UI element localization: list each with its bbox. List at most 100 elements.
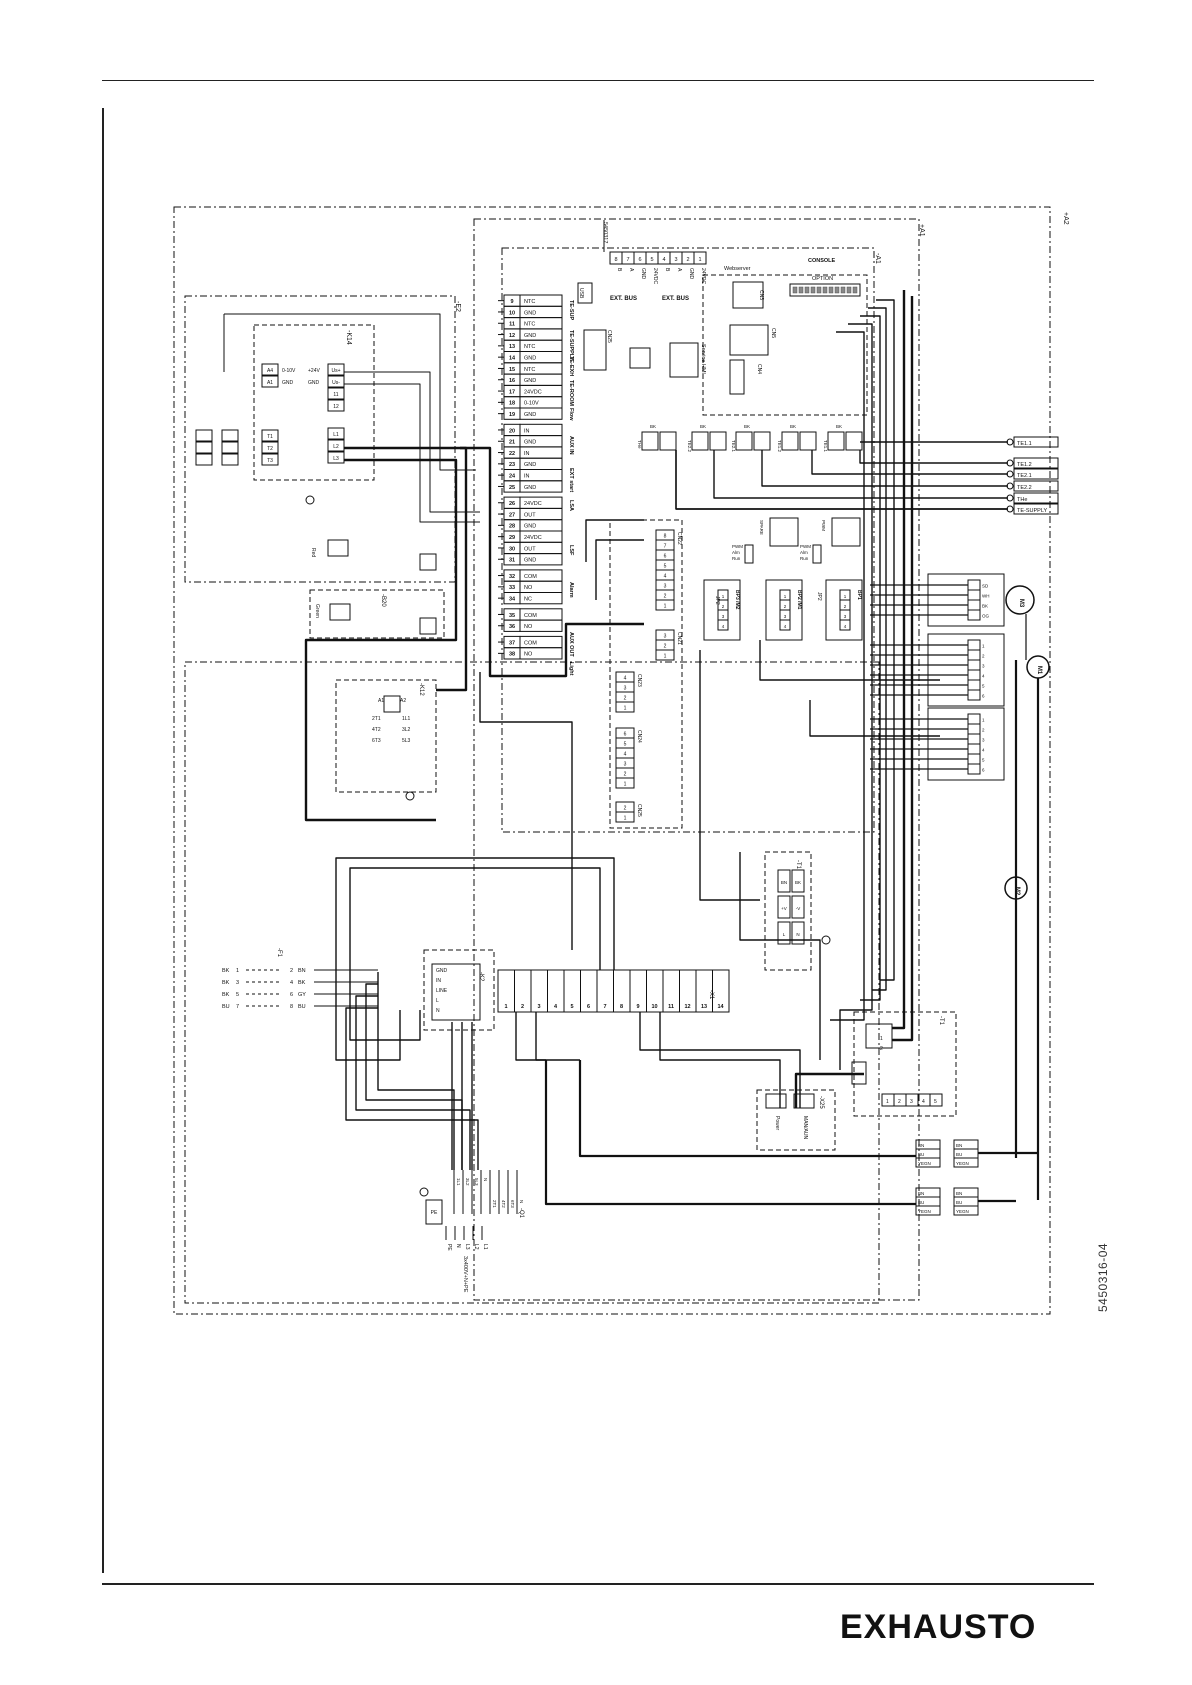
motor-terminal-pin bbox=[967, 609, 981, 621]
motor-terminal-pin bbox=[967, 639, 981, 651]
te-connector bbox=[691, 431, 709, 451]
cn-pin-number: 2 bbox=[624, 772, 627, 778]
motor-plug-socket bbox=[953, 1205, 979, 1216]
k14-signal-label: GND bbox=[282, 380, 294, 386]
schematic-wire bbox=[839, 323, 873, 1070]
terminal-number: 25 bbox=[509, 485, 515, 491]
t1-pin-label: +V bbox=[781, 906, 787, 911]
ext-bus-label-right: EXT. BUS bbox=[662, 296, 689, 302]
schematic-wire bbox=[639, 1012, 801, 1108]
k14-power-wire bbox=[304, 458, 458, 760]
area-frame-t1 bbox=[764, 851, 812, 971]
bp-sensor-pin-number: 3 bbox=[784, 614, 787, 619]
sensor-connector-box bbox=[1013, 480, 1059, 492]
motor-terminal-frame bbox=[927, 573, 1005, 627]
area-frame-a1 bbox=[473, 218, 920, 1301]
area-frame-lower bbox=[184, 661, 880, 1304]
terminal-label: GND bbox=[524, 333, 536, 339]
cn-pin-number: 2 bbox=[664, 644, 667, 650]
terminal-number: 35 bbox=[509, 613, 515, 619]
terminal-number: 24 bbox=[509, 474, 516, 480]
cn-pin bbox=[655, 649, 675, 661]
ext-bus-signal: A bbox=[676, 268, 682, 272]
option-header-pin bbox=[804, 286, 810, 294]
area-frame-cn-block bbox=[609, 519, 683, 829]
supply-label: L3 bbox=[464, 1244, 470, 1250]
terminal-number: 19 bbox=[509, 412, 515, 418]
sensor-connector-label: TE2.2 bbox=[1017, 485, 1032, 491]
relay-red-label: Red bbox=[310, 548, 316, 557]
k14-pin bbox=[327, 451, 345, 464]
supply-to-motor-plug bbox=[578, 1060, 916, 1158]
motor-terminal-pin bbox=[967, 723, 981, 735]
k12-earth bbox=[405, 791, 415, 801]
phase-plug bbox=[221, 429, 239, 442]
t1-pin bbox=[791, 921, 805, 945]
bp-sensor-label: BP3 /M2 bbox=[734, 590, 740, 610]
te-connector bbox=[735, 431, 753, 451]
k14-signal-label: 0-10V bbox=[282, 368, 296, 374]
bp-sensor-pin-number: 4 bbox=[722, 624, 725, 629]
x1-terminal-number: 11 bbox=[668, 1004, 674, 1010]
t1-pin bbox=[777, 895, 791, 919]
motor-m1-label: M1 bbox=[1036, 666, 1042, 675]
terminal-number: 18 bbox=[509, 401, 515, 407]
cn-pin-number: 2 bbox=[624, 696, 627, 702]
terminal-number: 36 bbox=[509, 624, 515, 630]
cn-pin-number: 4 bbox=[624, 676, 627, 682]
sensor-lead bbox=[761, 450, 1008, 487]
x1-terminal-number: 13 bbox=[701, 1004, 707, 1010]
k14-pin-label: T1 bbox=[267, 434, 273, 440]
terminal-label-box bbox=[519, 407, 563, 420]
bp-sensor-pin-number: 4 bbox=[844, 624, 847, 629]
cn-pin-number: 1 bbox=[624, 782, 627, 788]
terminal-number: 34 bbox=[509, 597, 516, 603]
terminal-label: GND bbox=[524, 462, 536, 468]
terminal-group-label: TE-SUP bbox=[568, 300, 574, 321]
k22-pin-number: 1 bbox=[886, 1099, 889, 1105]
motor-terminal-label: 4 bbox=[982, 748, 985, 753]
motor-plug-wire-label: BU bbox=[918, 1200, 924, 1205]
jumper-mode-label: Run bbox=[800, 556, 809, 561]
schematic-wire bbox=[659, 1012, 781, 1108]
area-frame-k14 bbox=[253, 324, 375, 481]
schematic-wire bbox=[868, 307, 887, 991]
bp-sensor-pin-number: 3 bbox=[844, 614, 847, 619]
terminal-number: 16 bbox=[509, 378, 515, 384]
terminal-label: NTC bbox=[524, 344, 535, 350]
terminal-group-label: AUX OUT bbox=[568, 632, 574, 657]
supply-label: PE bbox=[446, 1244, 452, 1251]
k22-pin-number: 3 bbox=[910, 1099, 913, 1105]
area-label-e2: -E2 bbox=[454, 301, 461, 312]
k14-pin bbox=[261, 363, 279, 376]
x1-terminal bbox=[712, 969, 730, 1013]
motor-plug-wire-label: BU bbox=[956, 1200, 962, 1205]
terminal-group-label: AUX IN bbox=[568, 436, 574, 455]
jumper-mode-label: Run bbox=[732, 556, 741, 561]
terminal-group-label: TE-EXH bbox=[568, 356, 574, 376]
sensor-connector-box bbox=[1013, 436, 1059, 448]
k2-module bbox=[431, 963, 481, 1021]
motor-terminal-pin bbox=[967, 753, 981, 765]
jumper-jp3 bbox=[812, 544, 822, 564]
com-spare-label: SPARE bbox=[759, 520, 764, 535]
bp-sensor-pin-number: 3 bbox=[722, 614, 725, 619]
sensor-connector-label: TE1.2 bbox=[1017, 462, 1032, 468]
motor-plug-wire-label: BN bbox=[956, 1191, 962, 1196]
terminal-label: 0-10V bbox=[524, 401, 539, 407]
te-connector bbox=[799, 431, 817, 451]
jumper-jp4 bbox=[744, 544, 754, 564]
option-header-pin bbox=[828, 286, 834, 294]
terminal-number: 28 bbox=[509, 524, 515, 530]
area-frame-k12 bbox=[335, 679, 437, 793]
t1-pin-label: BK bbox=[795, 880, 801, 885]
cn4-connector bbox=[729, 359, 745, 395]
cn-pin-number: 2 bbox=[664, 594, 667, 600]
t1-pin-label: -V bbox=[796, 906, 801, 911]
k14-pin-label: Us+ bbox=[331, 368, 340, 374]
bp-sensor-housing bbox=[703, 579, 741, 641]
motor-terminal-label: 3 bbox=[982, 738, 985, 743]
phase-plug bbox=[195, 441, 213, 454]
t1-pin-label: L bbox=[783, 932, 786, 937]
ext-bus-pin-number: 4 bbox=[662, 257, 665, 263]
